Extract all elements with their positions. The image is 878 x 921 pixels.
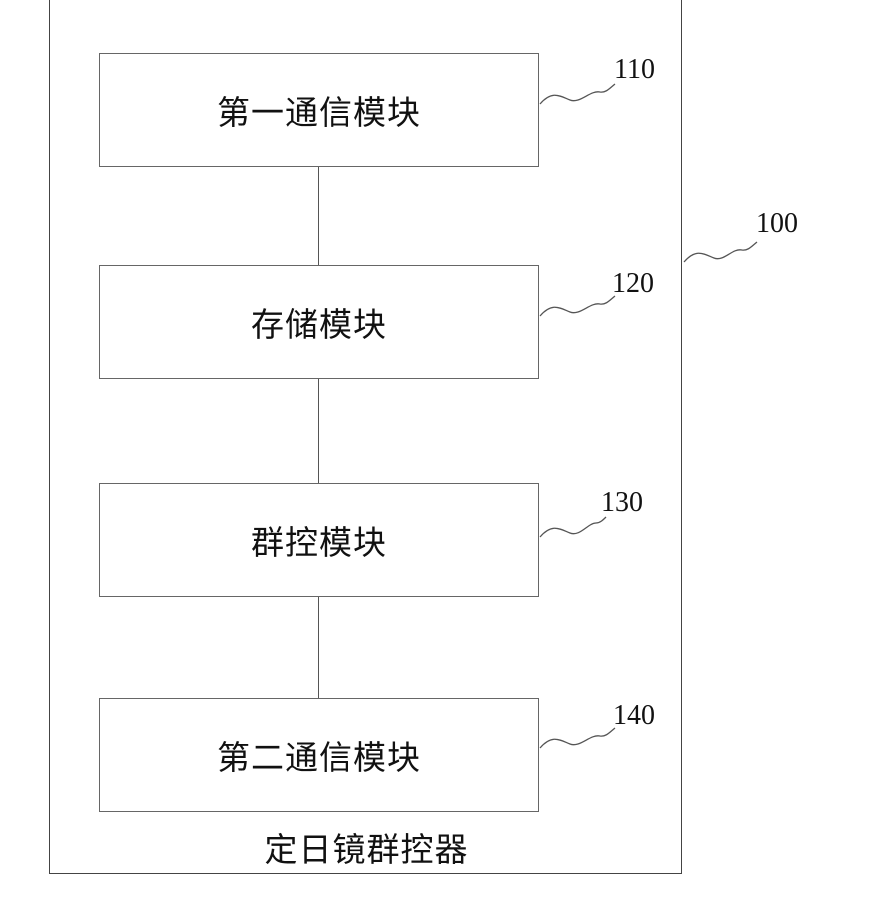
ref-numeral-100: 100 bbox=[756, 208, 798, 240]
ref-numeral-120: 120 bbox=[612, 268, 654, 300]
leader-line-120 bbox=[540, 296, 615, 316]
container-caption: 定日镜群控器 bbox=[0, 823, 733, 871]
leader-line-130 bbox=[540, 517, 606, 537]
leader-line-110 bbox=[540, 84, 615, 104]
leader-line-100 bbox=[684, 242, 757, 262]
ref-numeral-140: 140 bbox=[613, 700, 655, 732]
leader-line-140 bbox=[540, 728, 615, 748]
ref-numeral-130: 130 bbox=[601, 487, 643, 519]
ref-numeral-110: 110 bbox=[614, 54, 655, 86]
